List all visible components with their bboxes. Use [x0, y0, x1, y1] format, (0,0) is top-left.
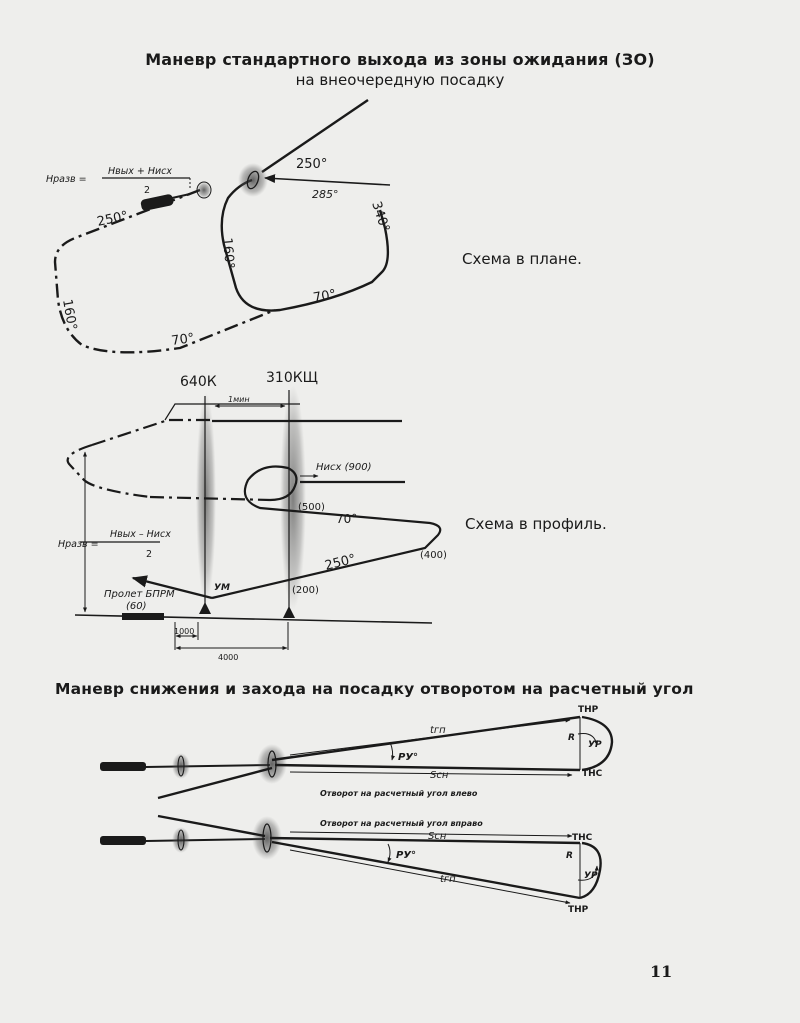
right-turn-label: Отворот на расчетный угол вправо	[320, 819, 483, 828]
h-isx-label: Нисх (900)	[316, 462, 372, 473]
alt-200-label: (200)	[292, 585, 319, 596]
um-label: УМ	[214, 583, 230, 593]
beacon-far-label: 640К	[180, 374, 217, 390]
turn-left-labels: tгп ТНР R УР РУ° Sсн ТНС Отворот на расч…	[320, 705, 603, 798]
plan-h-raz: Нразв =	[46, 174, 87, 185]
radius-top-label: R	[568, 733, 575, 743]
beacon-near-top	[172, 753, 190, 779]
turn-left-diagram	[100, 715, 614, 800]
tns-top-label: ТНС	[582, 769, 603, 779]
plan-heading-340: 340°	[368, 200, 392, 234]
plan-labels: Нразв = Нвых + Нисх 2 250° 250° 285° 340…	[46, 157, 392, 349]
plan-formula-numerator: Нвых + Нисх	[108, 166, 172, 177]
one-minute-label: 1мин	[228, 395, 250, 404]
beacon-far-bottom	[252, 816, 282, 860]
ru-top-label: РУ°	[398, 752, 418, 763]
plan-diagram	[53, 99, 391, 354]
outbound-track-bottom	[271, 840, 581, 900]
beacon-far-plan	[238, 163, 268, 197]
runway-profile	[122, 613, 164, 620]
turn-arc-top	[581, 715, 614, 772]
left-turn-label: Отворот на расчетный угол влево	[320, 789, 478, 798]
profile-formula-denominator: 2	[146, 549, 152, 560]
holding-exit-subtitle: на внеочередную посадку	[295, 71, 505, 89]
outer-route	[53, 188, 276, 354]
plan-caption: Схема в плане.	[462, 250, 582, 268]
page-number: 11	[650, 962, 673, 981]
beacon-far-top	[257, 744, 287, 784]
profile-labels: 640К 310КЩ 1мин Нисх (900) (500) 70° (40…	[58, 370, 447, 662]
beacon-near-bottom	[172, 827, 190, 853]
tgp-top-label: tгп	[430, 725, 446, 736]
tns-bottom-label: ТНС	[572, 833, 593, 843]
beacon-near-label: 310КЩ	[266, 370, 318, 386]
runway-bottom	[100, 836, 146, 845]
sch-top-label: Sсн	[430, 770, 449, 781]
turn-arc-bottom	[579, 841, 602, 900]
holding-exit-title: Маневр стандартного выхода из зоны ожида…	[145, 50, 655, 69]
turn-maneuver-title: Маневр снижения и захода на посадку отво…	[55, 680, 694, 698]
alt-400-label: (400)	[420, 550, 447, 561]
ur-bottom-label: УР	[584, 871, 598, 881]
inbound-track-top	[274, 763, 581, 772]
plan-formula-denominator: 2	[144, 185, 150, 196]
beacon-near-plan	[196, 181, 212, 199]
profile-formula-numerator: Нвых – Нисх	[110, 529, 171, 540]
tnr-top-label: ТНР	[578, 705, 599, 715]
profile-heading-70: 70°	[336, 512, 357, 526]
runway-top	[100, 762, 146, 771]
bprm-label: Пролет БПРМ	[104, 589, 175, 600]
distance-1000: 1000	[174, 627, 194, 636]
plan-heading-160-inner: 160°	[219, 237, 237, 270]
tnr-bottom-label: ТНР	[568, 905, 589, 915]
plan-heading-70-right: 70°	[312, 287, 337, 306]
plan-heading-285: 285°	[312, 188, 339, 201]
runway-plan	[140, 194, 174, 211]
profile-heading-250: 250°	[323, 552, 357, 574]
bprm-height-label: (60)	[126, 601, 147, 612]
radius-bottom-label: R	[566, 851, 573, 861]
turn-right-diagram	[100, 814, 602, 905]
inbound-285-track	[263, 174, 391, 186]
turn-right-labels: Отворот на расчетный угол вправо Sсн ТНС…	[320, 819, 598, 915]
plan-heading-160-outer: 160°	[59, 298, 79, 331]
exit-track	[261, 99, 369, 173]
profile-h-raz: Нразв =	[58, 539, 99, 550]
plan-heading-250-right: 250°	[296, 157, 327, 172]
alt-500-label: (500)	[298, 502, 325, 513]
profile-diagram	[66, 385, 442, 650]
profile-caption: Схема в профиль.	[465, 515, 607, 533]
tgp-bottom-label: tгп	[440, 874, 456, 885]
ur-top-label: УР	[588, 740, 602, 750]
sch-bottom-label: Sсн	[428, 831, 447, 842]
inbound-track-bottom	[269, 836, 581, 845]
distance-4000: 4000	[218, 653, 238, 662]
plan-heading-250-left: 250°	[96, 209, 130, 230]
ru-bottom-label: РУ°	[396, 850, 416, 861]
holding-loop	[220, 178, 390, 312]
plan-heading-70-bottom: 70°	[170, 331, 195, 349]
